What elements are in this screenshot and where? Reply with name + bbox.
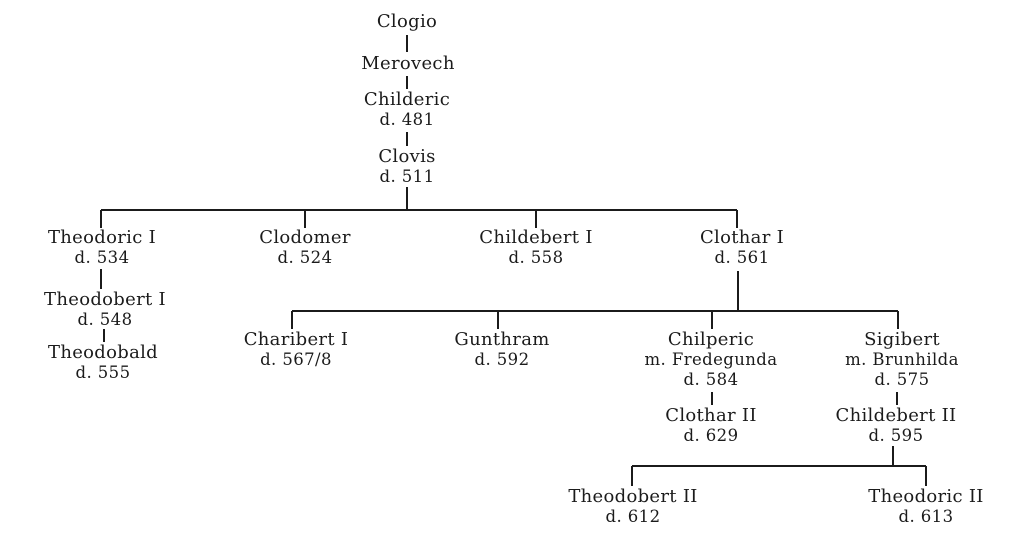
- connector-theodoric-i-to-theodobert-i: [100, 269, 102, 289]
- person-detail: d. 524: [277, 248, 333, 267]
- connector-clothar-i-to-children-bar: [737, 271, 739, 311]
- connector-bar-to-theodoric-ii: [925, 466, 927, 486]
- person-detail: d. 481: [379, 110, 435, 129]
- person-detail: d. 595: [868, 426, 924, 445]
- person-detail: d. 612: [605, 507, 661, 526]
- person-node-clogio: Clogio: [377, 12, 437, 32]
- connector-childebert-ii-children-bar: [632, 465, 926, 467]
- connector-bar-to-charibert-i: [291, 311, 293, 329]
- person-detail: d. 561: [714, 248, 770, 267]
- person-detail: m. Brunhilda: [845, 350, 959, 369]
- person-name: Clodomer: [259, 227, 351, 248]
- person-name: Childeric: [363, 89, 451, 110]
- person-detail: d. 555: [75, 363, 131, 382]
- connector-bar-to-theodobert-ii: [631, 466, 633, 486]
- person-detail: d. 629: [683, 426, 739, 445]
- person-name: Sigibert: [864, 329, 940, 350]
- connector-clogio-to-merovech: [406, 35, 408, 52]
- person-name: Theodoric I: [47, 227, 157, 248]
- person-detail: d. 534: [74, 248, 130, 267]
- person-name: Gunthram: [454, 329, 550, 350]
- person-name: Theodobald: [48, 342, 158, 363]
- person-name: Theodobert II: [568, 486, 698, 507]
- connector-theodobert-i-to-theodobald: [103, 329, 105, 342]
- connector-clovis-children-bar: [101, 209, 737, 211]
- person-detail: d. 613: [898, 507, 954, 526]
- person-name: Theodoric II: [868, 486, 984, 507]
- person-name: Childebert I: [479, 227, 593, 248]
- connector-clovis-to-children-bar: [406, 187, 408, 210]
- connector-bar-to-chilperic: [711, 311, 713, 329]
- connector-clothar-i-children-bar: [292, 310, 898, 312]
- person-name: Theodobert I: [44, 289, 166, 310]
- connector-chilperic-to-clothar-ii: [711, 392, 713, 405]
- connector-bar-to-clodomer: [304, 210, 306, 228]
- person-name: Chilperic: [667, 329, 755, 350]
- person-detail: m. Fredegunda: [644, 350, 778, 369]
- connector-merovech-to-childeric: [406, 76, 408, 89]
- person-name: Childebert II: [835, 405, 957, 426]
- person-detail: d. 548: [77, 310, 133, 329]
- person-detail: d. 592: [474, 350, 530, 369]
- person-name: Merovech: [361, 53, 455, 74]
- person-detail: d. 511: [379, 167, 435, 186]
- connector-sigibert-to-childebert-ii: [896, 392, 898, 405]
- person-name: Clothar I: [699, 227, 785, 248]
- person-name: Clothar II: [665, 405, 757, 426]
- connector-bar-to-theodoric-i: [100, 210, 102, 228]
- connector-bar-to-childebert-i: [535, 210, 537, 228]
- person-detail: d. 584: [683, 370, 739, 389]
- connector-bar-to-sigibert: [897, 311, 899, 329]
- person-node-merovech: Merovech: [361, 54, 454, 74]
- connector-bar-to-clothar-i: [736, 210, 738, 228]
- person-detail: d. 558: [508, 248, 564, 267]
- person-detail: d. 575: [874, 370, 930, 389]
- person-name: Charibert I: [243, 329, 349, 350]
- connector-bar-to-gunthram: [497, 311, 499, 329]
- person-detail: d. 567/8: [260, 350, 332, 369]
- connector-childeric-to-clovis: [406, 132, 408, 146]
- person-name: Clogio: [376, 11, 438, 32]
- person-name: Clovis: [378, 146, 436, 167]
- connector-childebert-ii-to-children-bar: [892, 446, 894, 466]
